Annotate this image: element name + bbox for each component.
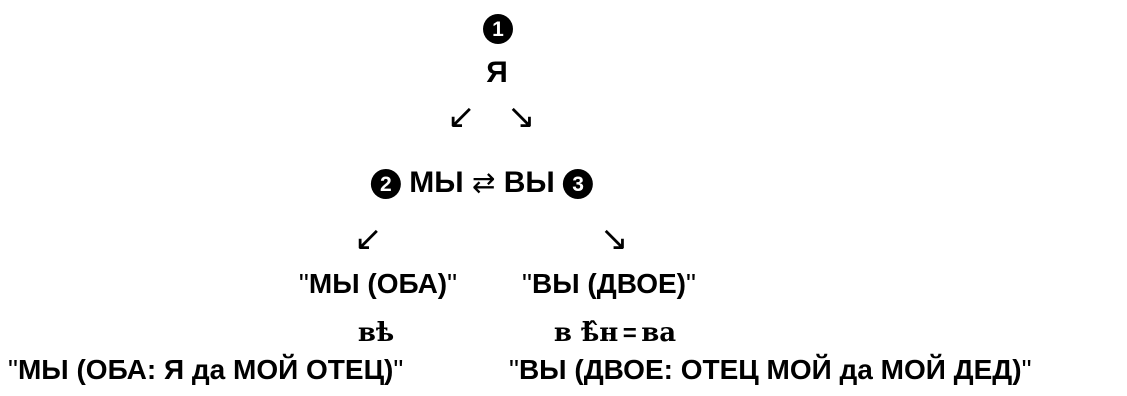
label-my-oba: "МЫ (ОБА)" <box>298 268 458 299</box>
badge-2: 2 <box>370 169 401 200</box>
arrow-down-right-icon: ↘ <box>507 98 536 136</box>
badge-3: 3 <box>563 169 594 200</box>
pronoun-my: МЫ <box>409 166 464 199</box>
slavonic-dual-form-left: вѣ <box>357 318 395 348</box>
badge-1: 1 <box>483 14 513 44</box>
arrow-down-right-icon: ↘ <box>600 220 629 258</box>
slavonic-dual-forms-right: в ѣ̂н = ва <box>553 318 677 348</box>
pronoun-vy: ВЫ <box>503 166 555 199</box>
exchange-arrows-icon: ⇄ <box>471 167 496 198</box>
arrow-down-left-icon: ↙ <box>447 98 476 136</box>
label-vy-dvoe-otec-ded: "ВЫ (ДВОЕ: ОТЕЦ МОЙ да МОЙ ДЕД)" <box>509 354 1032 385</box>
label-my-oba-ya-otec: "МЫ (ОБА: Я да МОЙ ОТЕЦ)" <box>8 354 404 385</box>
label-vy-dvoe: "ВЫ (ДВОЕ)" <box>522 268 696 299</box>
pronoun-ya: Я <box>486 56 508 89</box>
arrow-down-left-icon: ↙ <box>354 220 383 258</box>
level2-row: 2 МЫ ⇄ ВЫ 3 <box>370 166 594 200</box>
